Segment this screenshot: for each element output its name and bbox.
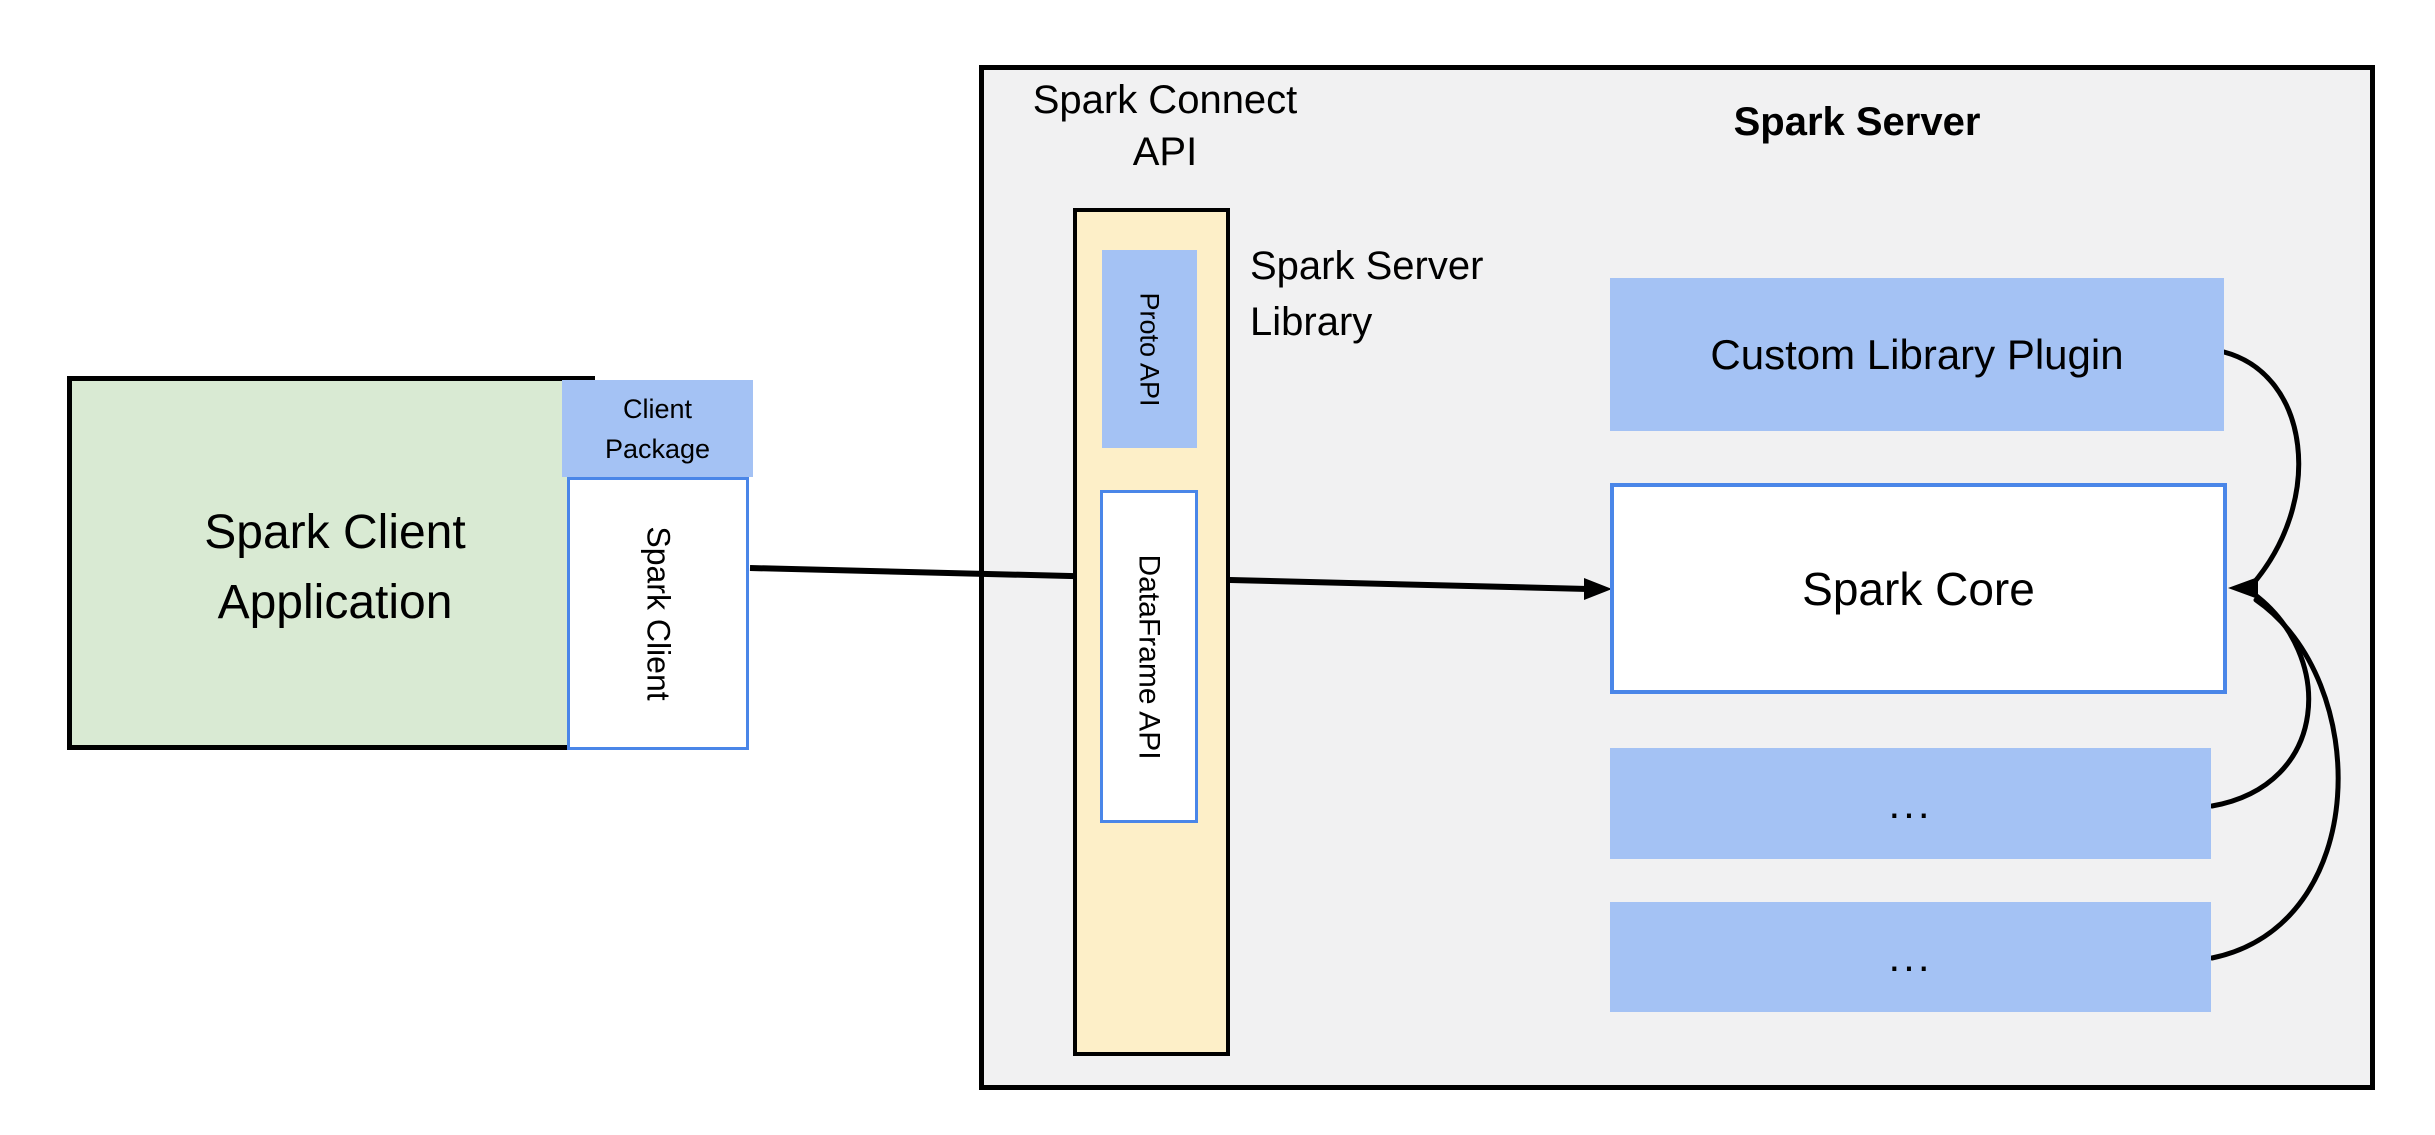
spark-connect-api-label: Spark Connect API <box>1032 78 1298 174</box>
placeholder-box-1: ... <box>1610 748 2211 859</box>
dataframe-api-label: DataFrame API <box>1133 553 1167 760</box>
spark-core-label: Spark Core <box>1802 562 2035 615</box>
spark-client-application-box <box>67 376 595 750</box>
client-package-box: Client Package <box>562 380 753 477</box>
client-package-label: Client Package <box>604 393 711 464</box>
custom-library-plugin-box: Custom Library Plugin <box>1610 278 2224 431</box>
spark-server-library-label: Spark Server Library <box>1250 244 1484 344</box>
spark-client-box: Spark Client <box>567 477 749 750</box>
dataframe-api-box: DataFrame API <box>1100 490 1198 823</box>
proto-api-label: Proto API <box>1135 291 1166 407</box>
placeholder-1-label: ... <box>1888 779 1933 827</box>
placeholder-2-label: ... <box>1888 933 1933 980</box>
placeholder-box-2: ... <box>1610 902 2211 1012</box>
spark-client-label: Spark Client <box>640 526 677 701</box>
custom-library-plugin-label: Custom Library Plugin <box>1710 330 2124 378</box>
spark-core-box: Spark Core <box>1610 483 2227 694</box>
spark-client-application-label: Spark Client Application <box>204 506 466 629</box>
spark-server-title: Spark Server <box>1733 100 1981 144</box>
proto-api-box: Proto API <box>1102 250 1197 448</box>
